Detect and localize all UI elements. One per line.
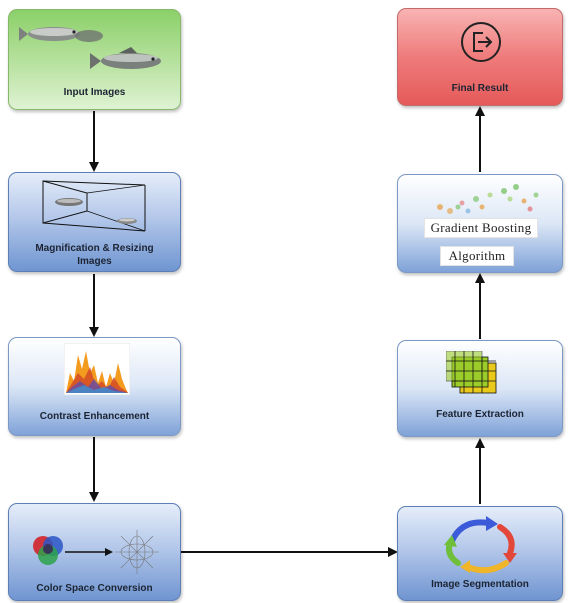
- rgb-circles-icon: [33, 530, 159, 574]
- scatter-dots-icon: [437, 184, 539, 214]
- magnification-label-line1: Magnification & Resizing: [35, 243, 154, 254]
- segmentation-label: Image Segmentation: [431, 579, 529, 590]
- exit-icon: [461, 22, 501, 62]
- input-images-label: Input Images: [63, 87, 126, 98]
- final-result-node: Final Result: [397, 8, 563, 106]
- final-result-label: Final Result: [451, 83, 509, 94]
- contrast-label: Contrast Enhancement: [39, 411, 150, 422]
- fish-photo-icon: [19, 27, 161, 69]
- feature-extraction-label: Feature Extraction: [436, 409, 524, 420]
- feature-extraction-node: Feature Extraction: [397, 340, 563, 437]
- gradient-boosting-label-line2: Algorithm: [440, 246, 514, 266]
- color-space-label: Color Space Conversion: [36, 583, 153, 594]
- magnify-frustum-icon: [42, 180, 146, 232]
- input-images-node: Input Images: [8, 9, 181, 110]
- cycle-arrows-icon: [444, 516, 517, 574]
- gradient-boosting-node: Gradient Boosting Algorithm: [397, 174, 563, 273]
- color-space-node: Color Space Conversion: [8, 503, 181, 601]
- gradient-boosting-label-line1: Gradient Boosting: [424, 218, 538, 238]
- magnification-label-line2: Images: [77, 256, 112, 267]
- grid-features-icon: [446, 351, 497, 394]
- contrast-node: Contrast Enhancement: [8, 337, 181, 436]
- segmentation-node: Image Segmentation: [397, 506, 563, 601]
- histogram-icon: [64, 343, 130, 395]
- magnification-node: Magnification & Resizing Images: [8, 172, 181, 272]
